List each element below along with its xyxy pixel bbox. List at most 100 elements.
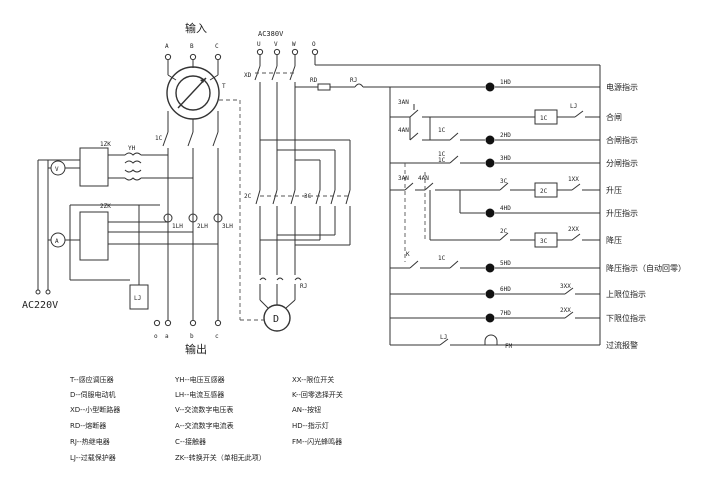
row-label-10: 下限位指示 — [606, 313, 646, 323]
legend-0-2: XX--限位开关 — [292, 375, 334, 384]
lamp-2hd — [485, 135, 495, 145]
voltmeter-label: V — [55, 166, 59, 173]
lamp-6hd — [485, 289, 495, 299]
output-terminals: a b c o — [153, 319, 222, 340]
ammeter-label: A — [55, 238, 59, 245]
hd5-label: 5HD — [500, 260, 511, 267]
fuse-rd — [317, 83, 331, 91]
hd2-label: 2HD — [500, 132, 511, 139]
control-circuit: 1HD 3AN 1C LJ 4AN 1C 2HD 1C 3HD 3AN 4AN … — [389, 65, 601, 350]
hd1-label: 1HD — [500, 79, 511, 86]
hd6-label: 6HD — [500, 286, 511, 293]
legend-4-0: RJ--热继电器 — [70, 437, 110, 446]
row-label-4: 分闸指示 — [606, 158, 638, 168]
legend-2-1: V--交流数字电压表 — [175, 405, 233, 414]
servo-motor — [263, 304, 291, 332]
row-label-6: 升压指示 — [606, 208, 638, 218]
legend-1-1: LH--电流互感器 — [175, 390, 224, 399]
phase-w: W — [292, 41, 296, 48]
lamp-1hd — [485, 82, 495, 92]
hd7-label: 7HD — [500, 310, 511, 317]
an3-label: 3AN — [398, 99, 409, 106]
row-label-1: 电源指示 — [606, 82, 638, 92]
contactor-1c-power: 1C — [155, 131, 219, 320]
c1a-label: 1C — [438, 127, 446, 134]
fm-label: FM — [505, 343, 513, 350]
phase-v: V — [274, 41, 278, 48]
output-title: 输出 — [185, 342, 207, 356]
phase-c-in: C — [215, 43, 219, 50]
c2-coil-label: 2C — [540, 188, 548, 195]
c1-coil-label: 1C — [540, 115, 548, 122]
legend-4-1: C--接触器 — [175, 437, 206, 446]
lj-label: LJ — [134, 295, 141, 302]
switch-1zk — [79, 147, 109, 187]
c3-coil-label: 3C — [540, 238, 548, 245]
c1d-label: 1C — [438, 255, 446, 262]
xd-label: XD — [244, 72, 252, 79]
phase-c-out: c — [215, 333, 219, 340]
legend-1-2: K--回零选择开关 — [292, 390, 343, 399]
induction-regulator: T — [166, 66, 226, 132]
phase-b-in: B — [190, 43, 194, 50]
k-label: K — [406, 251, 410, 258]
lj-alarm-label: LJ — [440, 334, 447, 341]
buzzer-icon — [484, 334, 498, 346]
legend-0-0: T--感应调压器 — [69, 375, 114, 384]
legend-1-0: D--伺服电动机 — [70, 390, 115, 399]
legend-3-1: A--交流数字电流表 — [175, 421, 234, 430]
neutral-out: o — [154, 333, 158, 340]
legend-3-0: RD--熔断器 — [70, 421, 106, 430]
c3a-label: 3C — [500, 178, 508, 185]
an4b-label: 4AN — [418, 175, 429, 182]
c3-power-label: 3C — [304, 193, 312, 200]
legend-5-1: ZK--转换开关（单相无此项） — [175, 453, 266, 462]
xx4-label: 2XX — [560, 307, 571, 314]
row-label-11: 过流报警 — [606, 340, 638, 350]
c1b-label: 1C — [438, 151, 446, 158]
legend-5-0: LJ--过载保护器 — [70, 453, 116, 462]
xx2-label: 2XX — [568, 226, 579, 233]
phase-b-out: b — [190, 333, 194, 340]
ac380-supply: U V W O XD RD RJ 2C 3C RJ — [219, 41, 600, 332]
motor-label: D — [273, 314, 279, 325]
yh-label: YH — [128, 145, 136, 152]
c2a-label: 2C — [500, 228, 508, 235]
lamp-5hd — [485, 263, 495, 273]
input-title: 输入 — [185, 21, 207, 35]
lh1-label: 1LH — [172, 223, 183, 230]
lh2-label: 2LH — [197, 223, 208, 230]
legend-0-1: YH--电压互感器 — [174, 375, 225, 384]
row-label-2: 合闸 — [606, 112, 622, 122]
regulator-label: T — [222, 83, 226, 90]
legend-2-2: AN--按钮 — [292, 405, 321, 414]
phase-o: O — [312, 41, 316, 48]
rj2-label: RJ — [300, 283, 307, 290]
rd-label: RD — [310, 77, 318, 84]
lh3-label: 3LH — [222, 223, 233, 230]
phase-a-out: a — [165, 333, 169, 340]
c1-power-label: 1C — [155, 135, 163, 142]
lj-contact-label: LJ — [570, 103, 577, 110]
switch-2zk — [79, 211, 109, 261]
row-label-7: 降压 — [606, 235, 622, 245]
hd3-label: 3HD — [500, 155, 511, 162]
row-label-3: 合闸指示 — [606, 135, 638, 145]
row-label-9: 上限位指示 — [606, 289, 646, 299]
xx3-label: 3XX — [560, 283, 571, 290]
row-label-5: 升压 — [606, 186, 622, 195]
xx1-label: 1XX — [568, 176, 579, 183]
lamp-7hd — [485, 313, 495, 323]
phase-u: U — [257, 41, 261, 48]
legend: T--感应调压器 YH--电压互感器 XX--限位开关 D--伺服电动机 LH-… — [69, 375, 343, 462]
current-transformers: 1LH 2LH 3LH — [163, 213, 233, 230]
metering-section: V 1ZK YH A 2ZK LJ — [35, 141, 218, 310]
regulator-arrow-icon — [177, 77, 207, 109]
phase-a-in: A — [165, 43, 169, 50]
zk1-label: 1ZK — [100, 141, 111, 148]
supply-label: AC380V — [258, 30, 284, 38]
ac220-label: AC220V — [22, 300, 58, 311]
legend-4-2: FM--闪光蜂鸣器 — [292, 437, 342, 446]
